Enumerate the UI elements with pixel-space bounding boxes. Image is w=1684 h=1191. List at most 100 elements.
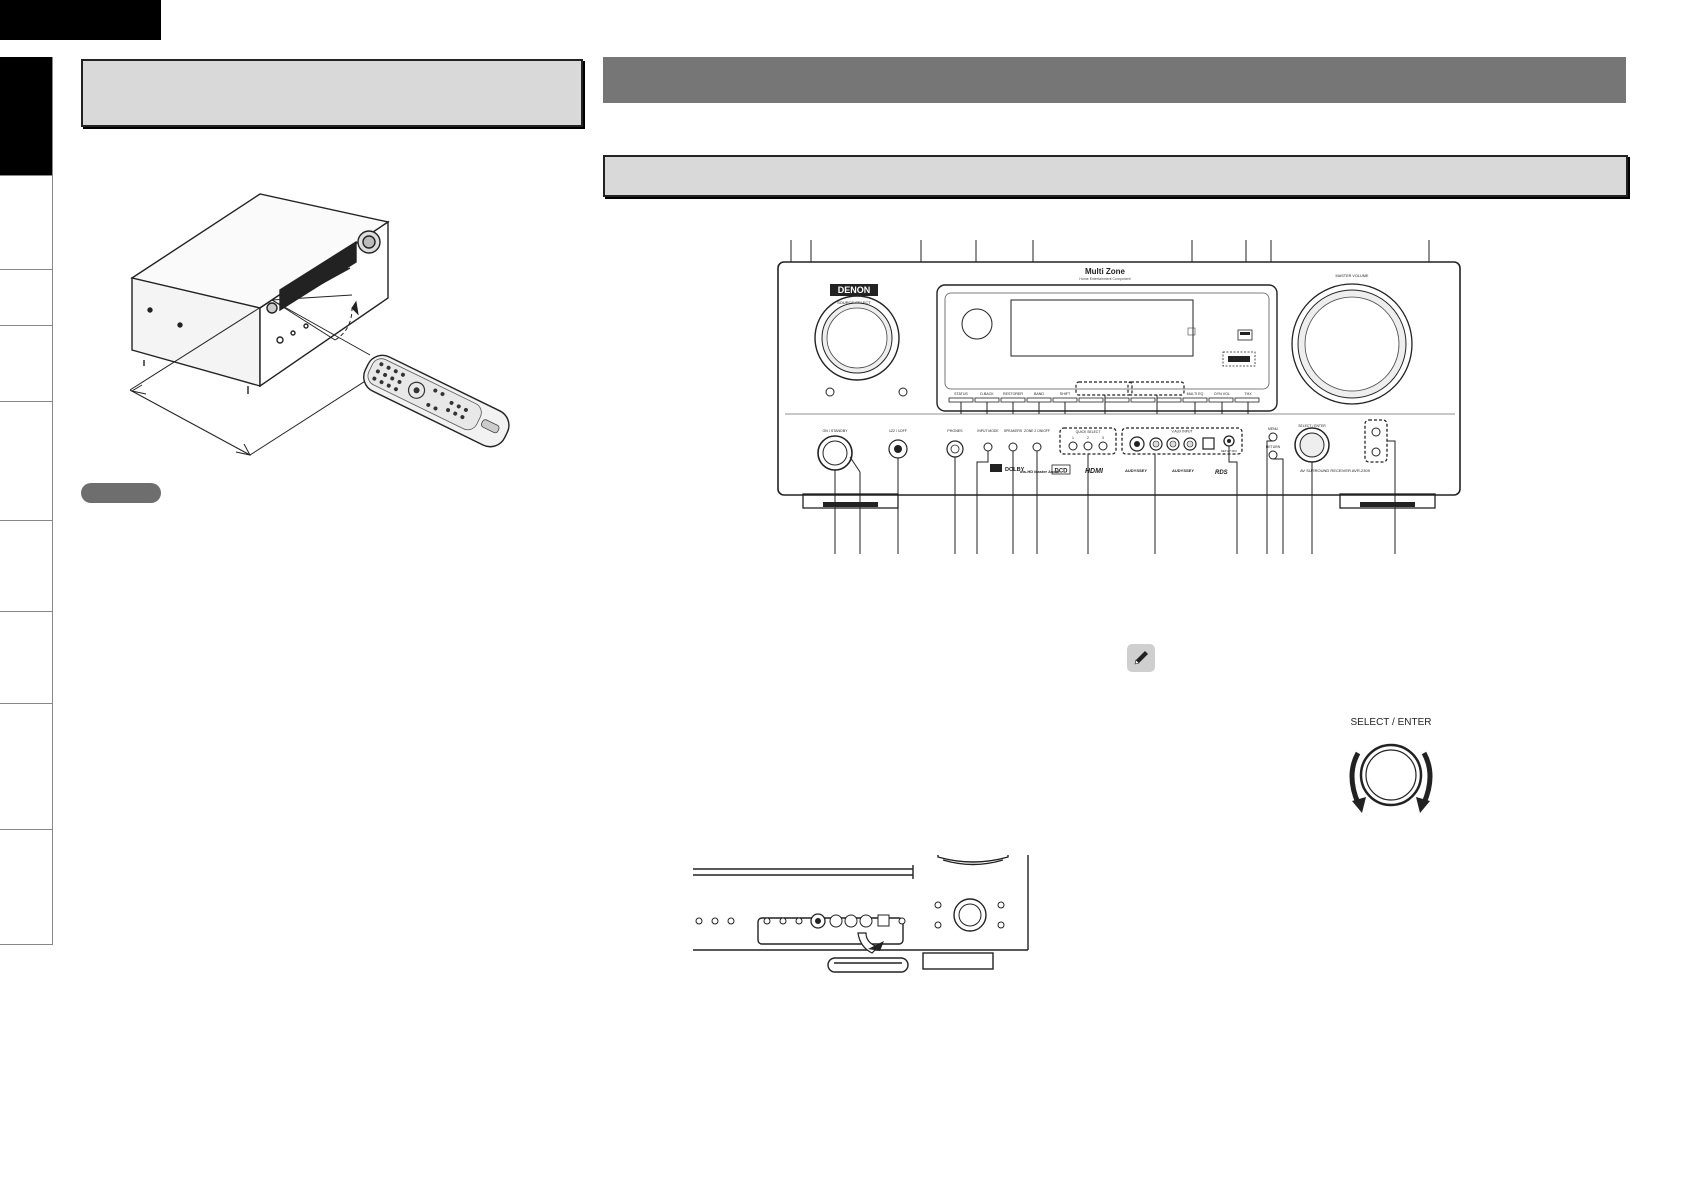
restorer-button[interactable] (1000, 397, 1026, 403)
side-tab-7[interactable] (0, 611, 52, 704)
quick-select-num-2: 2 (1087, 436, 1089, 440)
master-volume-indicator (1187, 327, 1196, 336)
side-tab-4[interactable] (0, 325, 52, 402)
brand-text: DENON (838, 285, 871, 295)
multi-zone-title: Multi Zone (1085, 267, 1126, 276)
logo-row: DOLBY dts-HD Master Audio DCD HDMI AUDYS… (990, 464, 1228, 476)
remote-operating-range-illustration (129, 193, 510, 456)
source-select-label: SOURCE SELECT (837, 300, 871, 305)
hd-logo-indicator (1237, 329, 1253, 341)
receiver-illustration (130, 193, 390, 394)
label-thx: THX (1244, 392, 1252, 396)
audyssey-logo-2: AUDYSSEY (1172, 468, 1194, 473)
status-button[interactable] (948, 397, 974, 403)
dolby-logo: DOLBY (1005, 467, 1025, 473)
select-enter-figure-label: SELECT / ENTER (1351, 717, 1432, 728)
rds-logo: RDS (1215, 470, 1228, 476)
label-multi-eq: MULTI EQ (1187, 392, 1204, 396)
phones-label: PHONES (947, 429, 963, 433)
dts-logo: dts-HD Master Audio (1020, 469, 1060, 474)
subsection-header-front-panel (603, 155, 1628, 197)
label-dyn-vol: DYN VOL (1214, 392, 1230, 396)
speakers-label: SPEAKERS (1004, 429, 1023, 433)
quick-select-3-button[interactable] (1098, 441, 1108, 451)
side-tab-2[interactable] (0, 175, 52, 270)
zone2-rec-select-button[interactable] (898, 387, 908, 397)
label-status: STATUS (954, 392, 968, 396)
cursor-up-button[interactable] (1371, 427, 1381, 437)
callout-lines-bottom (834, 440, 1396, 554)
source-button[interactable] (825, 387, 835, 397)
input-mode-label: INPUT MODE (977, 429, 999, 433)
front-door-detail-figure (693, 855, 1029, 973)
audyssey-logo: AUDYSSEY (1125, 468, 1147, 473)
select-enter-rotation-figure: SELECT / ENTER (1349, 717, 1433, 813)
door-open-arrow-icon (868, 941, 884, 951)
vaux-input-label: V.AUX INPUT (1172, 430, 1193, 434)
label-restorer: RESTORER (1003, 392, 1023, 396)
dcd-logo: DCD (1055, 469, 1069, 475)
preset-down-button[interactable] (1078, 397, 1104, 403)
master-volume-label: MASTER VOLUME (1336, 274, 1369, 278)
return-label: RETURN (1266, 445, 1281, 449)
right-foot (1339, 493, 1436, 509)
cursor-down-button[interactable] (1371, 447, 1381, 457)
range-lines (129, 294, 371, 456)
menu-label: MENU (1268, 427, 1279, 431)
side-tab-3[interactable] (0, 269, 52, 326)
side-tab-1[interactable] (0, 57, 52, 176)
menu-button[interactable] (1268, 432, 1278, 442)
master-volume-knob[interactable] (1291, 283, 1413, 405)
tune-down-button[interactable] (1130, 397, 1156, 403)
label-band: BAND (1034, 392, 1044, 396)
hdmi-logo: HDMI (1085, 468, 1104, 475)
remote-control-illustration (363, 354, 510, 448)
zone2-on-off-button[interactable] (1032, 442, 1042, 452)
section-tab-active[interactable] (0, 0, 161, 40)
model-name: AV SURROUND RECEIVER AVR-2309 (1300, 468, 1371, 473)
quick-select-1-button[interactable] (1068, 441, 1078, 451)
rotate-right-arrow (1421, 751, 1433, 804)
pencil-icon (1127, 644, 1155, 672)
preset-group-outline (1075, 381, 1133, 396)
quick-select-num-1: 1 (1072, 436, 1074, 440)
preset-up-button[interactable] (1104, 397, 1130, 403)
side-tab-8[interactable] (0, 703, 52, 830)
quick-select-num-3: 3 (1102, 436, 1104, 440)
remote-sensor (961, 308, 993, 340)
tune-group-outline (1127, 381, 1185, 396)
side-navigation (0, 57, 53, 945)
quick-select-2-button[interactable] (1083, 441, 1093, 451)
shift-button[interactable] (1052, 397, 1078, 403)
return-button[interactable] (1268, 450, 1278, 460)
side-tab-5[interactable] (0, 401, 52, 521)
rotate-left-arrow (1349, 751, 1361, 804)
thx-button[interactable] (1234, 397, 1260, 403)
source-select-knob[interactable] (814, 295, 900, 381)
label-shift: SHIFT (1060, 392, 1071, 396)
tune-up-button[interactable] (1156, 397, 1182, 403)
dyn-vol-button[interactable] (1208, 397, 1234, 403)
quick-select-label: QUICK SELECT (1076, 430, 1101, 434)
optical-jack[interactable] (1202, 437, 1215, 450)
denon-logo (830, 284, 878, 296)
select-enter-label-panel: SELECT / ENTER (1298, 424, 1326, 428)
zone2-on-off-label: ZONE 2 ON/OFF (1024, 429, 1050, 433)
on-standby-label: ON / STANDBY (822, 429, 848, 433)
side-tab-6[interactable] (0, 520, 52, 612)
section-header-remote (81, 59, 583, 127)
note-badge (81, 483, 161, 503)
multi-zone-subtitle: Home Entertainment Component (1079, 277, 1130, 281)
speakers-button[interactable] (1008, 442, 1018, 452)
dback-button[interactable] (974, 397, 1000, 403)
section-title-bar (603, 57, 1626, 103)
dynamic-eq-indicator (1222, 351, 1256, 367)
band-button[interactable] (1026, 397, 1052, 403)
front-panel-diagram: DENON SOURCE SELECT Multi Zone Home Ente… (777, 240, 1461, 554)
side-tab-9[interactable] (0, 829, 52, 945)
vaux-input-group (1121, 427, 1243, 455)
label-dback: D.BACK (980, 392, 994, 396)
input-mode-button[interactable] (983, 442, 993, 452)
z2-off-label: λZ2 / λOFF (889, 429, 908, 433)
multi-eq-button[interactable] (1182, 397, 1208, 403)
